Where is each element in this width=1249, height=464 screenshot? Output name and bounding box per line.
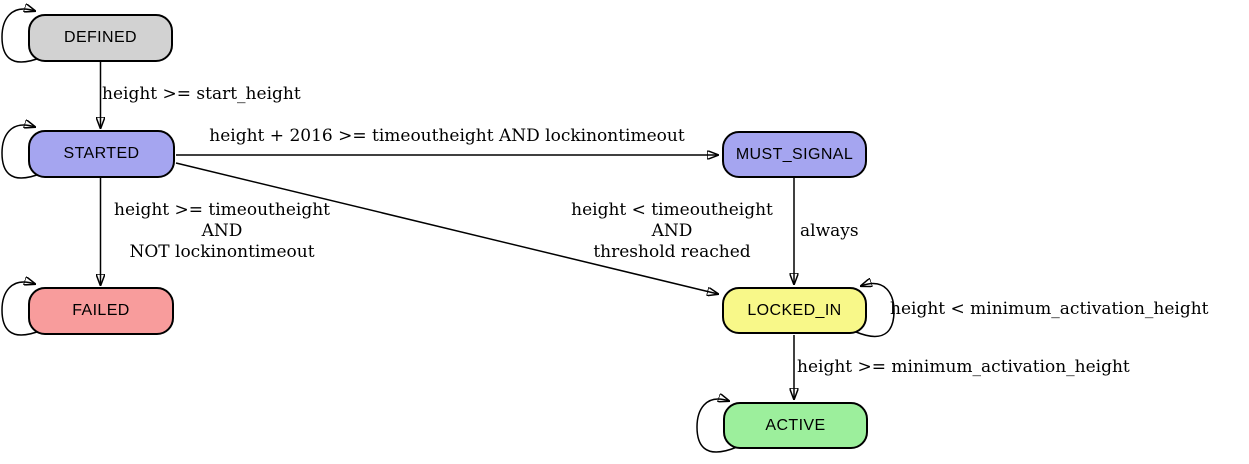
edge-label-started-locked-in: height < timeoutheight AND threshold rea…	[553, 200, 791, 263]
state-node-defined: DEFINED	[28, 14, 173, 62]
edge-label-line: threshold reached	[593, 242, 751, 262]
self-loop-active	[696, 399, 738, 453]
state-node-must-signal: MUST_SIGNAL	[722, 131, 867, 178]
edge-label-line: AND	[651, 221, 693, 241]
edge-label-must-signal-locked-in: always	[800, 221, 859, 241]
edge-label-line: height < timeoutheight	[571, 200, 773, 220]
edge-label-line: AND	[201, 221, 243, 241]
state-node-failed: FAILED	[28, 287, 174, 335]
self-loop-failed	[1, 282, 43, 336]
state-node-locked-in: LOCKED_IN	[722, 287, 867, 334]
edge-label-locked-in-active: height >= minimum_activation_height	[797, 357, 1130, 377]
edge-label-started-failed: height >= timeoutheight AND NOT lockinon…	[98, 200, 346, 263]
state-node-active: ACTIVE	[723, 402, 868, 449]
edge-label-line: NOT lockinontimeout	[129, 242, 315, 262]
edge-label-line: height >= timeoutheight	[114, 200, 330, 220]
self-loop-defined	[1, 9, 43, 63]
edge-started-locked-in	[175, 162, 718, 294]
self-loop-locked-in	[855, 284, 895, 338]
edge-label-started-must-signal: height + 2016 >= timeoutheight AND locki…	[209, 126, 685, 146]
self-loop-started	[1, 125, 43, 179]
state-node-started: STARTED	[28, 130, 175, 178]
edge-label-locked-in-self-loop: height < minimum_activation_height	[890, 299, 1209, 319]
edge-label-defined-started: height >= start_height	[102, 84, 301, 104]
